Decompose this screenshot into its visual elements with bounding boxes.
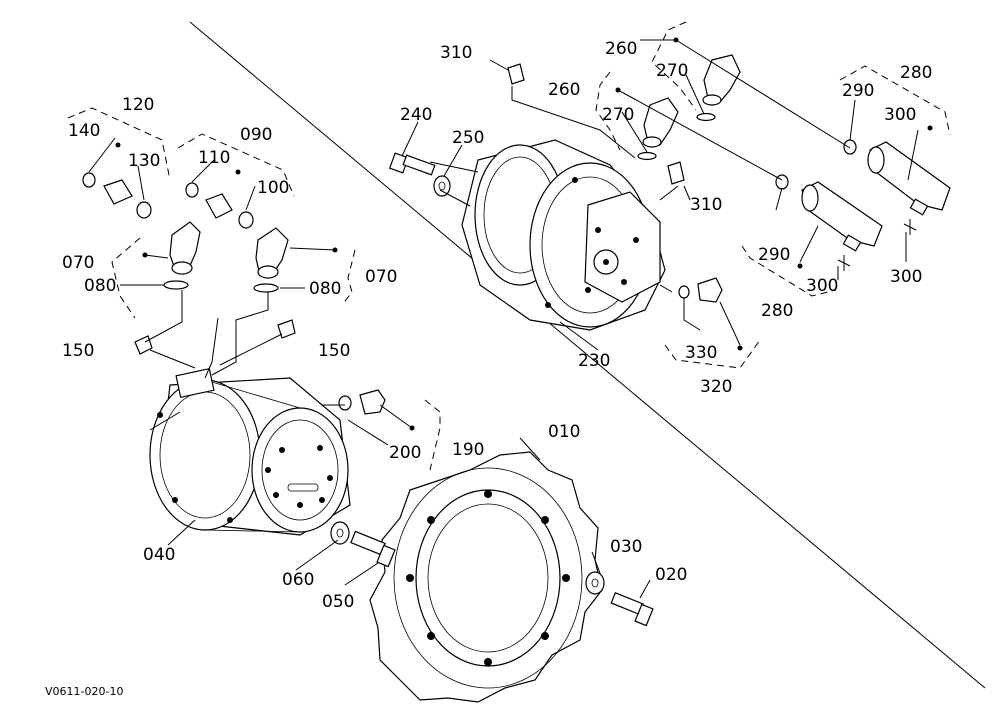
bolt-240 [388,152,436,176]
o-ring-290-left [775,174,789,190]
callout-280-left: 280 [761,301,793,321]
washer-250 [433,175,451,197]
travel-motor-230 [461,139,666,331]
callout-040: 040 [143,545,175,565]
group-bracket-090 [177,133,295,197]
o-ring-290-right [843,139,857,155]
callout-150-right: 150 [318,341,350,361]
seal-300-right [903,219,917,235]
callout-090: 090 [240,125,272,145]
group-bracket-260-right [651,21,697,111]
callout-310-top: 310 [440,43,472,63]
callout-260-left: 260 [548,80,580,100]
callout-270-right: 270 [656,61,688,81]
callout-200: 200 [389,443,421,463]
o-ring-130 [136,201,152,219]
callout-270-left: 270 [602,105,634,125]
fitting-310-mid [667,161,685,185]
callout-060: 060 [282,570,314,590]
drawing-code: V0611-020-10 [45,685,123,698]
group-bracket-190 [409,399,441,471]
callout-190: 190 [452,440,484,460]
group-bracket-120 [67,107,171,181]
callout-030: 030 [610,537,642,557]
leader-lines-left [88,137,651,599]
elbow-fitting-070-right [255,227,289,279]
leader-070-left [144,254,169,259]
callout-290-left: 290 [758,245,790,265]
seal-300-left [837,255,851,271]
adapter-100 [205,193,233,219]
callout-300-right-bottom: 300 [890,267,922,287]
elbow-fitting-260-right [702,54,741,106]
group-bracket-280-right [839,65,951,136]
elbow-fitting-070-left [169,221,201,275]
callout-070-left: 070 [62,253,94,273]
callout-300-right-top: 300 [884,105,916,125]
callout-050: 050 [322,592,354,612]
callout-330: 330 [685,343,717,363]
callout-290-right: 290 [842,81,874,101]
callout-240: 240 [400,105,432,125]
pipe-assembly-280-left [801,181,883,252]
callout-300-left: 300 [806,276,838,296]
bolt-020 [610,592,654,627]
fitting-150-left [134,335,153,355]
o-ring-110 [185,182,199,198]
callout-230: 230 [578,351,610,371]
callout-110: 110 [198,148,230,168]
callout-250: 250 [452,128,484,148]
elbow-fitting-260-left [642,97,679,148]
washer-060 [330,521,350,545]
o-ring-270-right [696,112,716,122]
pipe-assembly-280-right [867,141,951,216]
group-bracket-260-left [595,71,621,151]
o-ring-100 [238,211,254,229]
callout-310-mid: 310 [690,195,722,215]
group-bracket-280-left [741,245,837,297]
callout-010: 010 [548,422,580,442]
sprocket-010 [369,451,603,703]
o-ring-080-right [253,283,279,293]
fitting-150-right [277,319,296,339]
callout-150-left: 150 [62,341,94,361]
travel-motor-040 [149,367,351,536]
leader-070-right [289,247,336,251]
o-ring-080-left [163,280,189,290]
callout-020: 020 [655,565,687,585]
adapter-130 [103,179,133,205]
elbow-fitting-200 [338,389,386,415]
fitting-310-top [507,63,525,85]
leader-lines-right [401,39,919,351]
bolt-050 [350,530,396,568]
callout-080-left: 080 [84,276,116,296]
elbow-fitting-330 [678,277,723,303]
callout-labels: 010 020 030 040 050 060 070 070 080 080 … [62,39,932,612]
callout-080-right: 080 [309,279,341,299]
callout-130: 130 [128,151,160,171]
o-ring-270-left [637,151,657,161]
callout-260-right: 260 [605,39,637,59]
o-ring-140 [82,172,96,188]
callout-280-right: 280 [900,63,932,83]
variant-divider-line [189,21,986,689]
group-bracket-320 [664,339,761,369]
callout-070-right: 070 [365,267,397,287]
callout-140: 140 [68,121,100,141]
callout-120: 120 [122,95,154,115]
group-bracket-070-left [111,237,148,319]
washer-030 [585,571,605,595]
callout-320: 320 [700,377,732,397]
callout-100: 100 [257,178,289,198]
